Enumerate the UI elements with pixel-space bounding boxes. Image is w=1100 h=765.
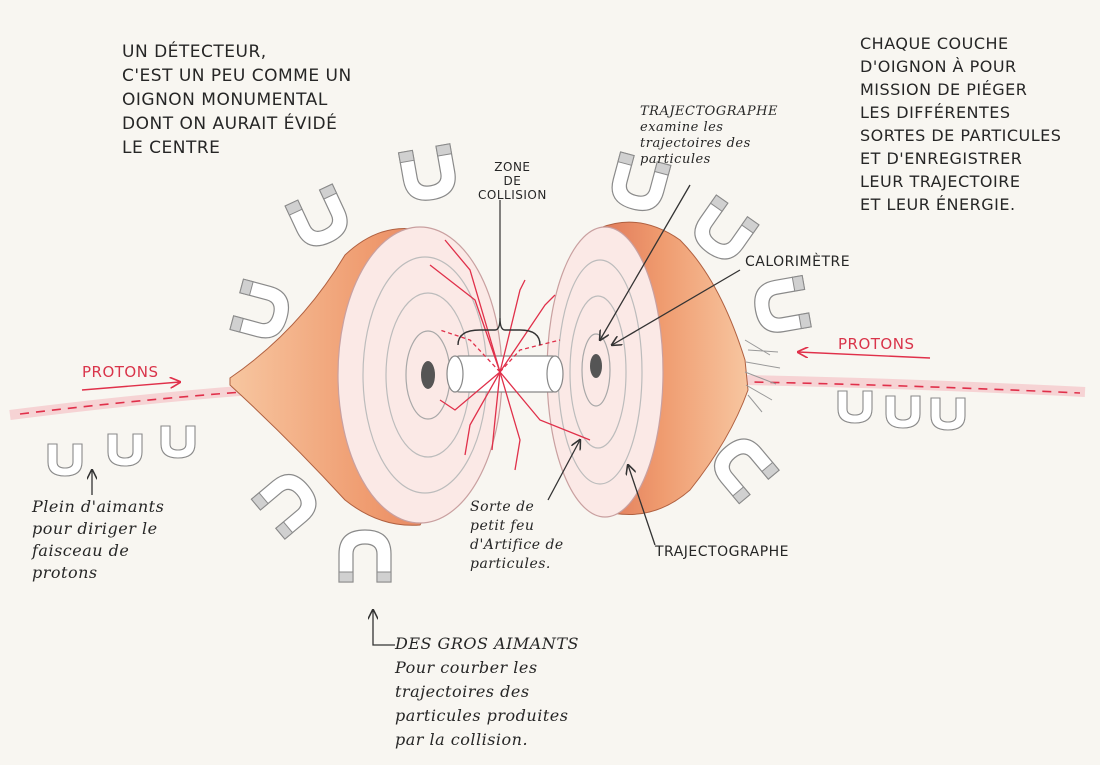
arrow-icon [373,610,395,646]
protons-label-left: PROTONS [82,363,159,381]
beam-magnets-label: Plein d'aimants pour diriger le faisceau… [32,497,165,582]
beam-pipe [446,355,564,393]
big-magnets-label: DES GROS AIMANTS Pour courber les trajec… [395,634,579,749]
calorimeter-label: CALORIMÈTRE [745,254,851,270]
arrow-icon [547,440,580,501]
left-detector-half [229,226,503,526]
fireworks-label: Sorte de petit feu d'Artifice de particu… [470,499,564,572]
collision-zone-label: ZONE DE COLLISION [478,160,547,202]
protons-label-right: PROTONS [838,335,915,353]
proton-arrow-left [81,382,180,391]
tracker-label-bottom: TRAJECTOGRAPHE [655,544,790,560]
collision-sparks [429,239,591,471]
arrow-icon [628,465,656,546]
proton-arrow-right [798,352,931,359]
tracker-label-top: TRAJECTOGRAPHE examine les trajectoires … [640,104,778,167]
arrow-icon [600,184,691,340]
layers-text: CHAQUE COUCHE D'OIGNON À POUR MISSION DE… [860,34,1062,214]
arrow-icon [612,269,741,345]
intro-text: UN DÉTECTEUR, C'EST UN PEU COMME UN OIGN… [122,42,352,158]
